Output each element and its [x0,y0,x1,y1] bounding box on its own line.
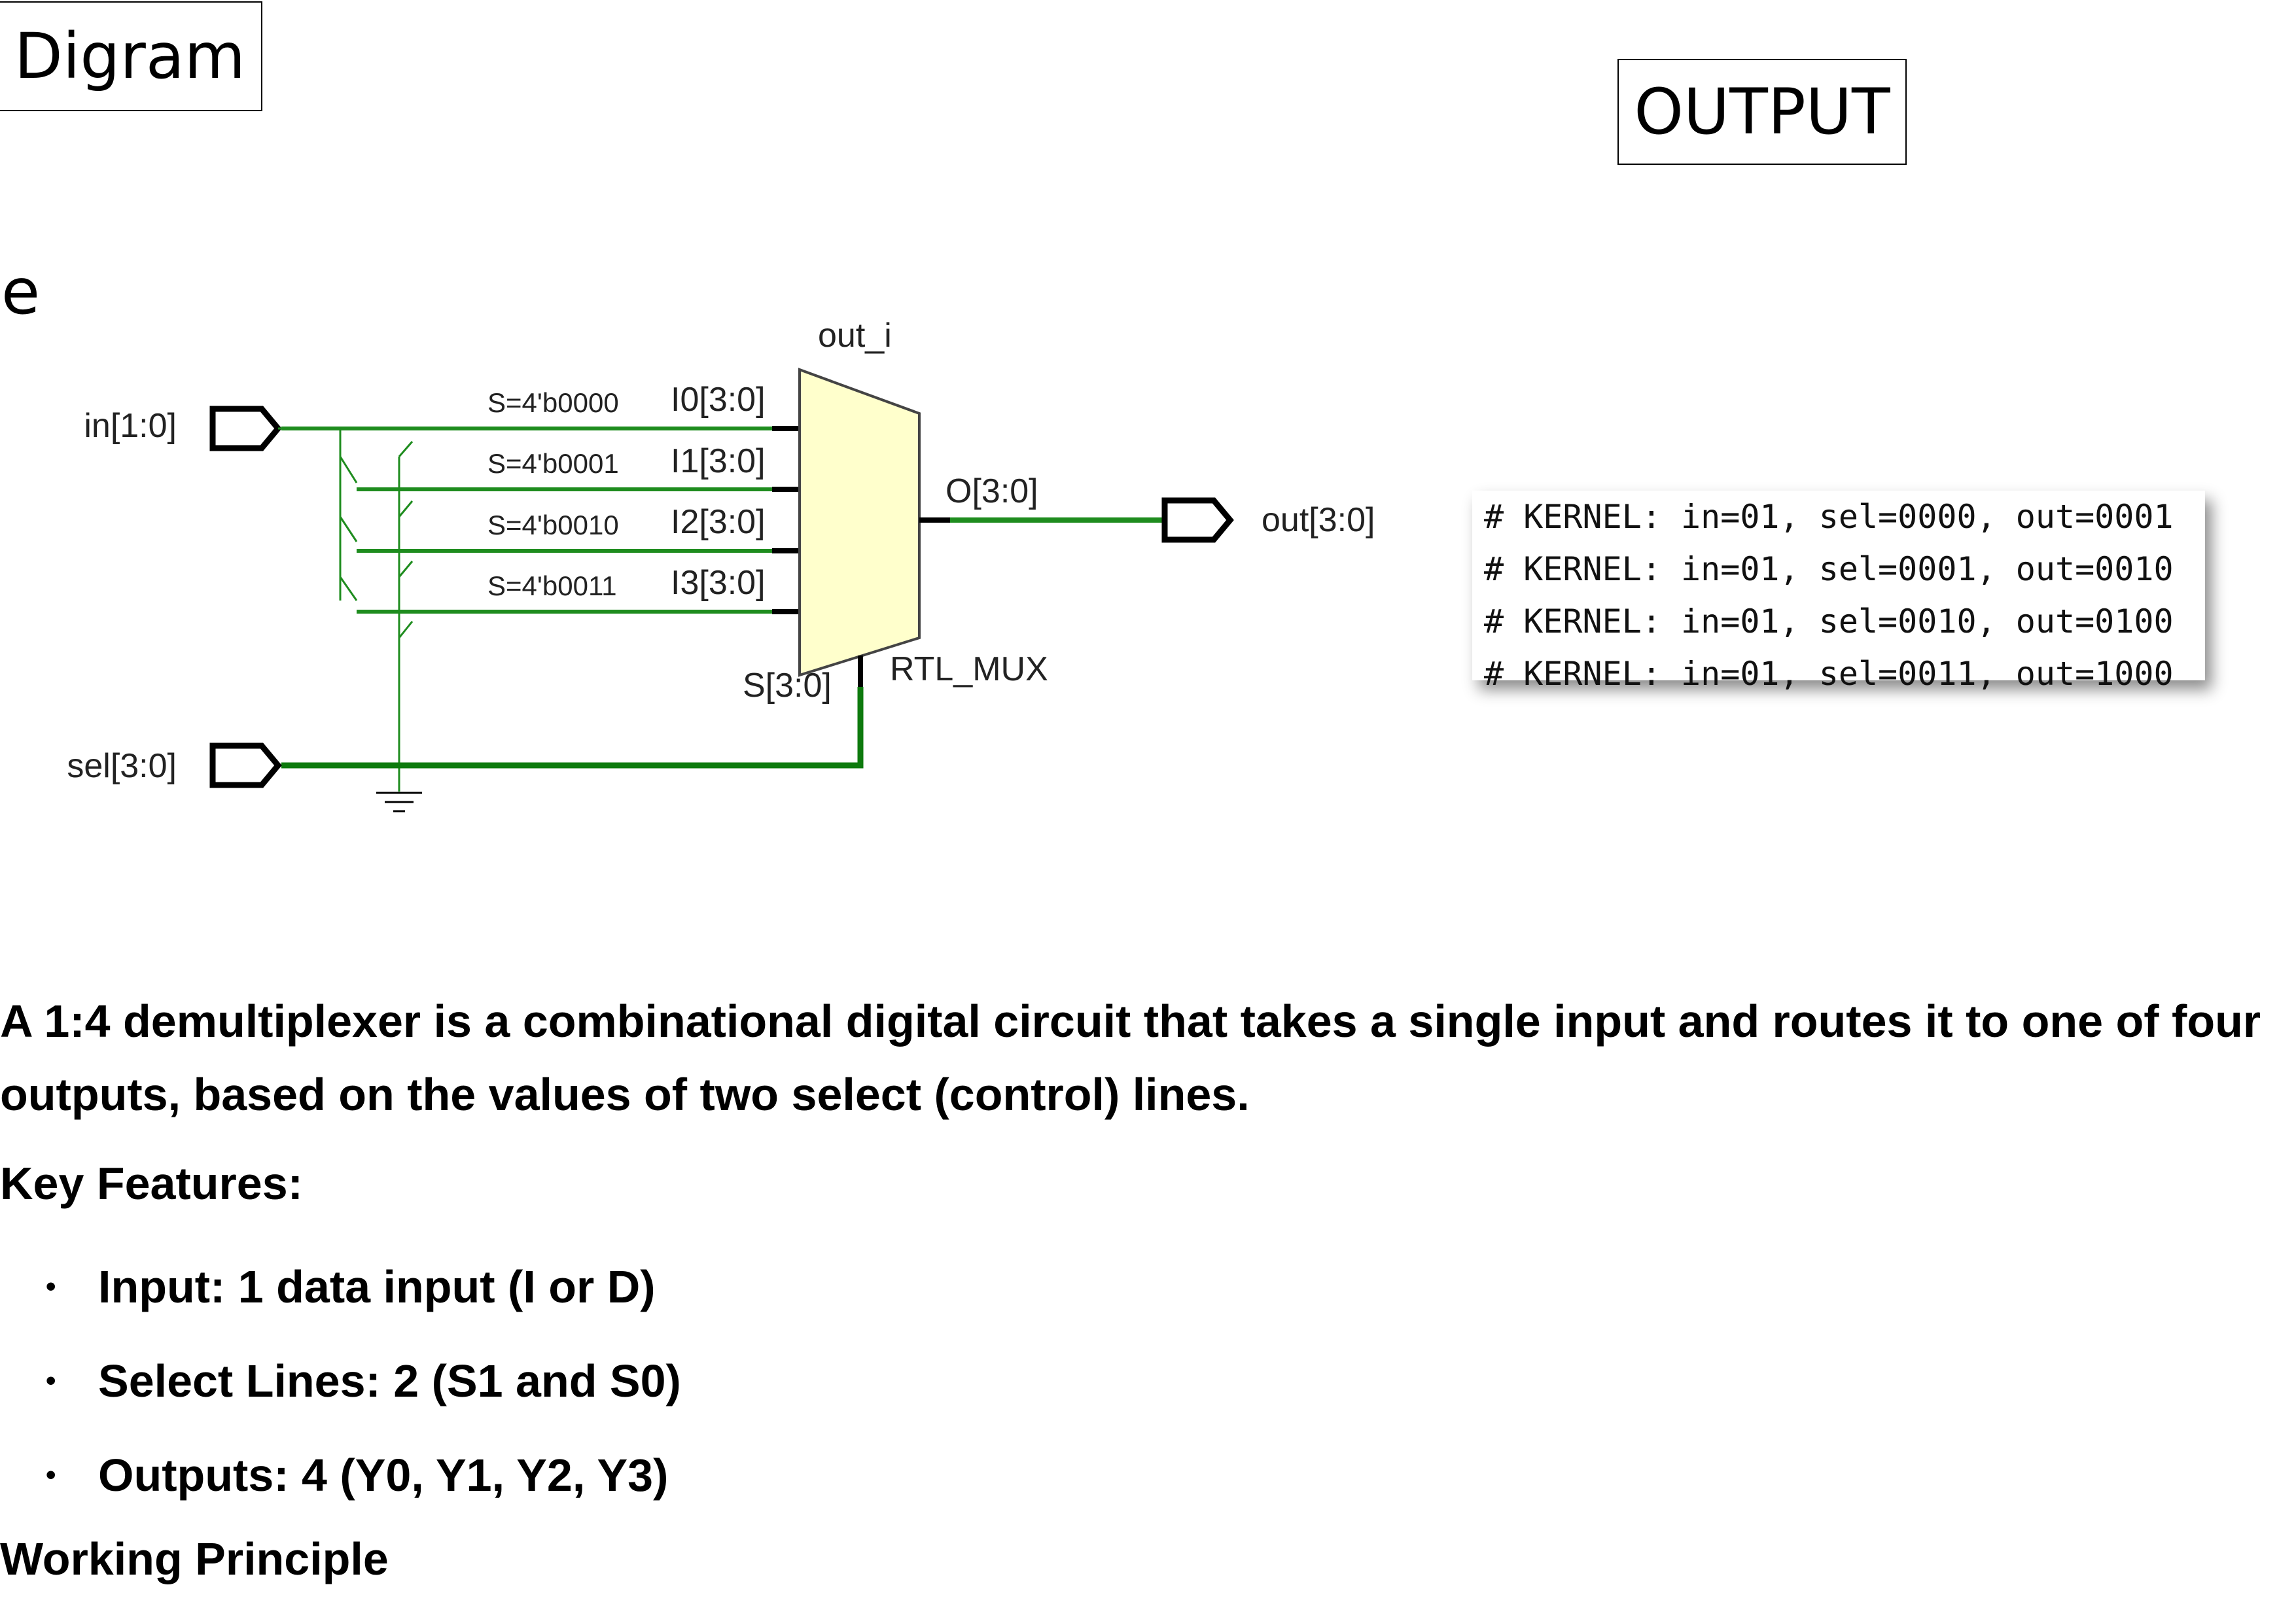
mux-condition-2: S=4'b0010 [487,510,619,540]
mux-pin-i3: I3[3:0] [671,564,766,602]
mux-pin-i1: I1[3:0] [671,442,766,480]
feature-list: • Input: 1 data input (I or D) • Select … [0,1240,2264,1522]
bullet-icon: • [46,1270,56,1302]
intro-paragraph: A 1:4 demultiplexer is a combinational d… [0,996,2261,1120]
feature-text: Input: 1 data input (I or D) [98,1261,656,1312]
list-item: • Outputs: 4 (Y0, Y1, Y2, Y3) [0,1428,2264,1522]
simulation-output-console: # KERNEL: in=01, sel=0000, out=0001 # KE… [1472,491,2205,693]
output-label-box: OUTPUT [1617,59,1907,165]
bullet-icon: • [46,1459,56,1491]
mux-instance-name: out_i [818,317,892,355]
mux-pin-out: O[3:0] [945,472,1038,510]
list-item: • Input: 1 data input (I or D) [0,1240,2264,1334]
console-line: # KERNEL: in=01, sel=0011, out=1000 [1484,655,2174,693]
input-port-in-icon [209,406,282,451]
working-principle-heading: Working Principle [0,1533,389,1584]
key-features-heading: Key Features: [0,1158,303,1209]
mux-type-label: RTL_MUX [890,650,1048,688]
console-line: # KERNEL: in=01, sel=0000, out=0001 [1484,498,2174,536]
mux-condition-1: S=4'b0001 [487,448,619,479]
console-line: # KERNEL: in=01, sel=0001, out=0010 [1484,550,2174,588]
ground-icon [376,792,422,812]
port-in-label: in[1:0] [84,407,177,445]
description-section: A 1:4 demultiplexer is a combinational d… [0,985,2264,1596]
stray-text: e [1,255,41,328]
mux-input-wires [281,426,800,614]
bullet-icon: • [46,1365,56,1397]
mux-pin-select: S[3:0] [743,667,832,705]
rtl-schematic: out_i in[1:0] S=4'b0000 S=4'b0001 S=4'b0… [67,317,1375,812]
feature-text: Outputs: 4 (Y0, Y1, Y2, Y3) [98,1450,669,1501]
wire-in-taps [339,427,358,601]
wire-sel [281,687,864,769]
console-line: # KERNEL: in=01, sel=0010, out=0100 [1484,602,2174,640]
port-sel-label: sel[3:0] [67,747,177,785]
wire-ground-taps [398,441,414,638]
mux-pin-i0: I0[3:0] [671,381,766,419]
mux-block [798,368,921,677]
diagram-label: Digram [14,20,246,93]
mux-condition-0: S=4'b0000 [487,387,619,418]
list-item: • Select Lines: 2 (S1 and S0) [0,1334,2264,1428]
port-out-label: out[3:0] [1262,501,1375,539]
diagram-label-box: Digram [0,1,262,111]
input-port-sel-icon [209,742,282,788]
output-label: OUTPUT [1634,75,1890,148]
feature-text: Select Lines: 2 (S1 and S0) [98,1355,681,1406]
output-port-out-icon [1161,497,1234,543]
mux-condition-3: S=4'b0011 [487,570,617,601]
mux-pin-i2: I2[3:0] [671,503,766,541]
